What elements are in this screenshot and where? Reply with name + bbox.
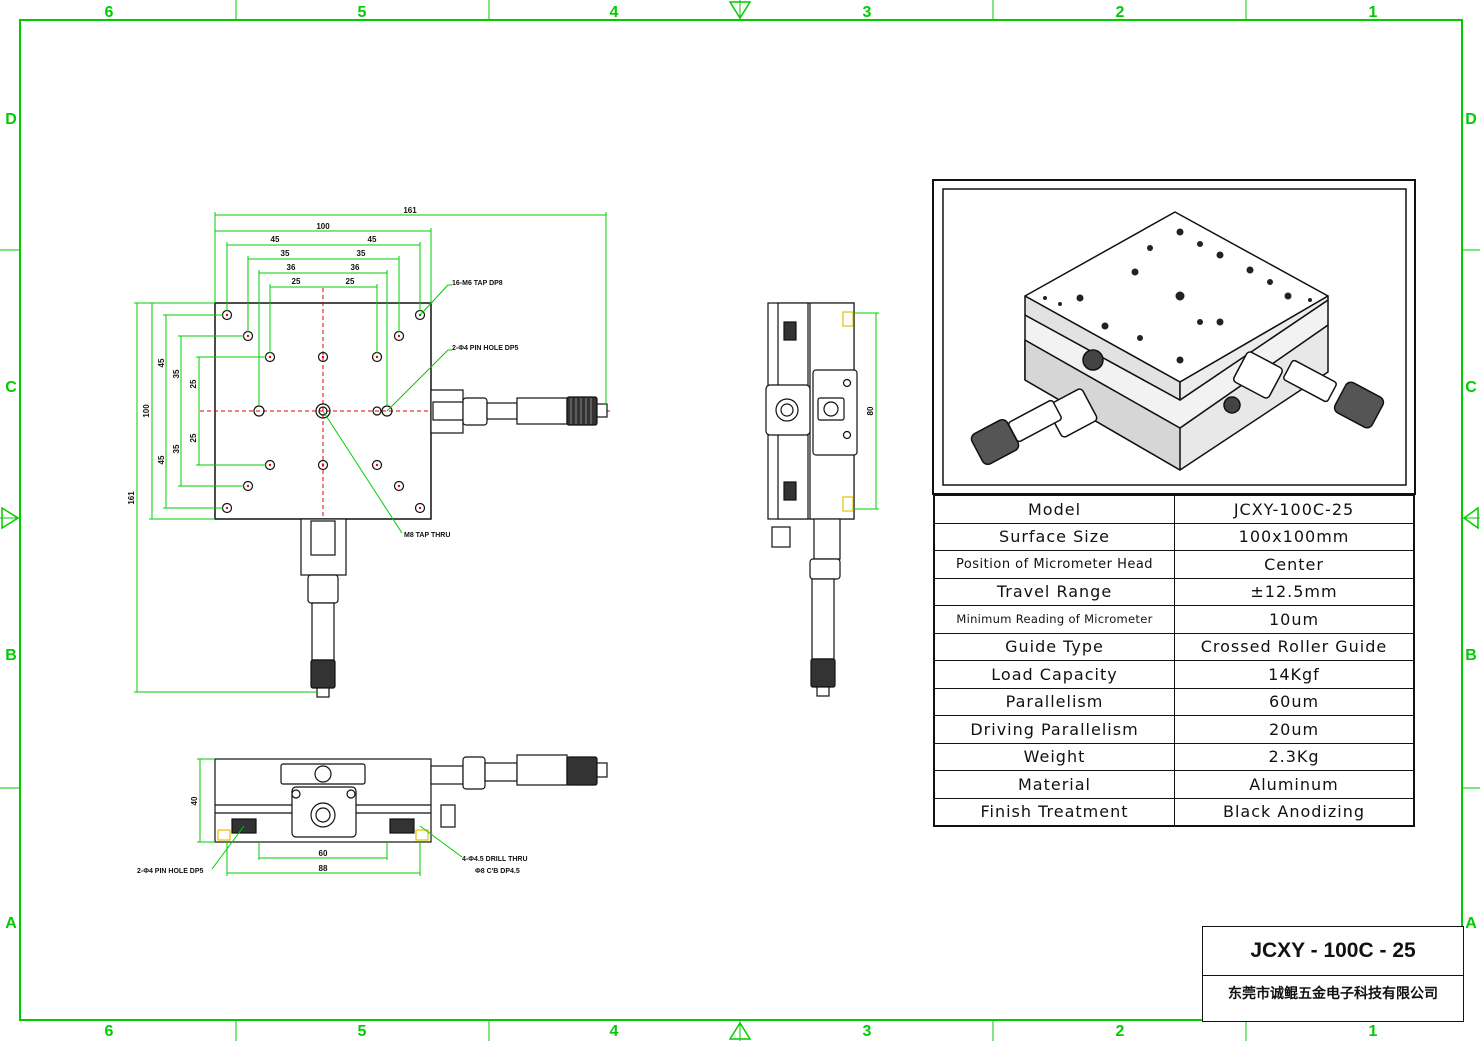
zone-row-label: C	[1465, 379, 1477, 396]
tap-holes	[221, 309, 426, 514]
dim-left-35-top: 35	[172, 369, 181, 378]
spec-key: Parallelism	[933, 687, 1175, 716]
table-row: Minimum Reading of Micrometer 10um	[933, 605, 1415, 634]
dim-front-40: 40	[190, 796, 199, 805]
dim-overall-height: 161	[127, 491, 136, 505]
zone-col-label: 2	[1116, 1023, 1125, 1040]
spec-value: 60um	[1174, 687, 1415, 716]
table-row: Parallelism 60um	[933, 687, 1415, 716]
dim-left-25-bottom: 25	[189, 433, 198, 442]
dim-25-left: 25	[292, 277, 301, 286]
dim-45-left: 45	[271, 235, 280, 244]
callout-counterbore: Φ8 C'B DP4.5	[475, 868, 520, 875]
spec-value: ±12.5mm	[1174, 577, 1415, 606]
dim-36-right: 36	[351, 263, 360, 272]
spec-key: Driving Parallelism	[933, 715, 1175, 744]
zone-row-label: A	[1465, 915, 1477, 932]
table-row: Material Aluminum	[933, 770, 1415, 799]
zone-row-label: B	[1465, 647, 1477, 664]
dim-left-35-bottom: 35	[172, 444, 181, 453]
zone-col-label: 1	[1369, 1023, 1378, 1040]
spec-table: Model JCXY-100C-25 Surface Size 100x100m…	[933, 494, 1415, 827]
callout-center-tap: M8 TAP THRU	[404, 532, 450, 539]
table-row: Finish Treatment Black Anodizing	[933, 797, 1415, 827]
spec-value: JCXY-100C-25	[1174, 494, 1415, 524]
dim-left-100: 100	[142, 404, 151, 418]
spec-value: 14Kgf	[1174, 660, 1415, 689]
zone-col-label: 4	[610, 1023, 619, 1040]
micrometer-y	[300, 518, 347, 698]
zone-col-label: 3	[863, 1023, 872, 1040]
table-row: Model JCXY-100C-25	[933, 494, 1415, 524]
spec-key: Travel Range	[933, 577, 1175, 606]
spec-key: Surface Size	[933, 522, 1175, 551]
table-row: Travel Range ±12.5mm	[933, 577, 1415, 606]
zone-row-label: B	[5, 647, 17, 664]
dim-left-45-bottom: 45	[157, 455, 166, 464]
dim-35-left: 35	[281, 249, 290, 258]
zone-col-label: 6	[105, 4, 114, 21]
spec-key: Finish Treatment	[933, 797, 1175, 827]
zone-row-label: D	[1465, 111, 1477, 128]
dim-left-45-top: 45	[157, 358, 166, 367]
zone-col-label: 6	[105, 1023, 114, 1040]
zone-col-label: 4	[610, 4, 619, 21]
spec-value: 10um	[1174, 605, 1415, 634]
dim-front-60: 60	[319, 849, 328, 858]
dim-front-88: 88	[319, 864, 328, 873]
dim-side-80: 80	[866, 406, 875, 415]
callout-pin-holes: 2-Φ4 PIN HOLE DP5	[452, 345, 519, 352]
spec-key: Load Capacity	[933, 660, 1175, 689]
spec-key: Weight	[933, 742, 1175, 771]
title-block: JCXY - 100C - 25 东莞市诚鲲五金电子科技有限公司	[1202, 926, 1464, 1022]
table-row: Guide Type Crossed Roller Guide	[933, 632, 1415, 661]
dim-overall-width: 161	[403, 206, 417, 215]
dim-35-right: 35	[357, 249, 366, 258]
spec-value: Black Anodizing	[1174, 797, 1415, 827]
zone-col-label: 3	[863, 4, 872, 21]
dim-surface-width: 100	[316, 222, 330, 231]
table-row: Weight 2.3Kg	[933, 742, 1415, 771]
title-company: 东莞市诚鲲五金电子科技有限公司	[1228, 986, 1438, 1002]
spec-value: 100x100mm	[1174, 522, 1415, 551]
spec-key: Minimum Reading of Micrometer	[933, 605, 1175, 634]
table-row: Driving Parallelism 20um	[933, 715, 1415, 744]
spec-key: Position of Micrometer Head	[933, 550, 1175, 579]
top-view: 161 100 45 45 35 35 36 36 25 25 100 45 4…	[127, 206, 610, 698]
zone-col-label: 5	[358, 1023, 367, 1040]
title-model: JCXY - 100C - 25	[1203, 927, 1463, 976]
zone-row-label: D	[5, 111, 17, 128]
dim-45-right: 45	[368, 235, 377, 244]
spec-key: Material	[933, 770, 1175, 799]
dim-25-right: 25	[346, 277, 355, 286]
table-row: Load Capacity 14Kgf	[933, 660, 1415, 689]
callout-tap-holes: 16-M6 TAP DP8	[452, 280, 503, 287]
spec-value: Center	[1174, 550, 1415, 579]
zone-row-label: A	[5, 915, 17, 932]
micrometer-x	[430, 389, 608, 434]
side-view: 80	[765, 302, 879, 697]
spec-value: 2.3Kg	[1174, 742, 1415, 771]
table-row: Surface Size 100x100mm	[933, 522, 1415, 551]
zone-labels: 6 5 4 3 2 1 6 5 4 3 2 1 D C B A D C B A	[5, 4, 1477, 1040]
callout-front-pin-holes: 2-Φ4 PIN HOLE DP5	[137, 868, 204, 875]
product-image-panel	[932, 179, 1416, 495]
zone-col-label: 2	[1116, 4, 1125, 21]
spec-key: Model	[933, 494, 1175, 524]
callout-drill-thru: 4-Φ4.5 DRILL THRU	[462, 856, 528, 863]
front-view: 40 60 88 2-Φ4 PIN HOLE DP5 4-Φ4.5 DRILL …	[137, 754, 608, 876]
zone-col-label: 5	[358, 4, 367, 21]
spec-value: Crossed Roller Guide	[1174, 632, 1415, 661]
spec-key: Guide Type	[933, 632, 1175, 661]
table-row: Position of Micrometer Head Center	[933, 550, 1415, 579]
spec-value: 20um	[1174, 715, 1415, 744]
spec-value: Aluminum	[1174, 770, 1415, 799]
zone-row-label: C	[5, 379, 17, 396]
dim-36-left: 36	[287, 263, 296, 272]
zone-col-label: 1	[1369, 4, 1378, 21]
dim-left-25-top: 25	[189, 379, 198, 388]
